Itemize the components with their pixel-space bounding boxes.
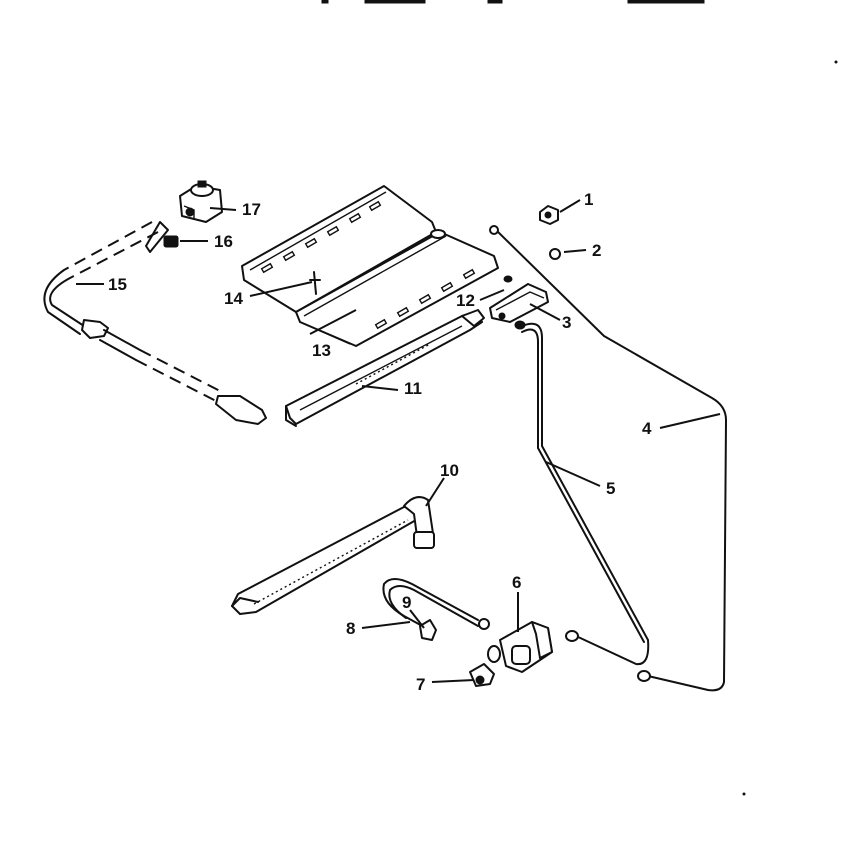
callout-6: 6	[512, 573, 521, 592]
callout-7: 7	[416, 675, 425, 694]
part-4-tube[interactable]	[489, 225, 727, 692]
part-11-burner[interactable]	[285, 309, 485, 427]
part-16-fitting[interactable]	[163, 235, 179, 248]
callout-8: 8	[346, 619, 355, 638]
callout-11: 11	[404, 379, 422, 398]
callout-14: 14	[224, 289, 243, 308]
callout-13: 13	[312, 341, 331, 360]
callout-labels: 1 2 3 4 5 6 7 8 9 10 11 12 13 14 15 16 1…	[108, 190, 652, 694]
callout-12: 12	[456, 291, 475, 310]
part-6-valve[interactable]	[487, 621, 553, 673]
part-13-baffle-plate[interactable]	[241, 185, 499, 347]
part-12-screw[interactable]	[503, 275, 513, 283]
callout-10: 10	[440, 461, 459, 480]
part-7-orifice[interactable]	[469, 663, 495, 687]
part-1-nut[interactable]	[539, 205, 559, 225]
part-8-tube[interactable]	[382, 578, 490, 630]
part-10-burner[interactable]	[231, 496, 435, 615]
part-5-tube[interactable]	[521, 322, 650, 666]
leader-lines	[76, 199, 721, 683]
plate-slots	[260, 200, 476, 330]
scan-specks	[742, 60, 838, 796]
cropped-header-marks	[321, 0, 705, 4]
callout-4: 4	[642, 419, 652, 438]
callout-2: 2	[592, 241, 601, 260]
callout-15: 15	[108, 275, 127, 294]
part-15-tube[interactable]	[43, 221, 267, 425]
callout-9: 9	[402, 593, 411, 612]
part-17-valve[interactable]	[179, 180, 223, 223]
part-14-screw[interactable]	[309, 271, 321, 295]
part-2-fitting[interactable]	[549, 248, 561, 260]
part-9-orifice[interactable]	[419, 619, 437, 641]
part-3-bracket[interactable]	[489, 283, 549, 330]
callout-16: 16	[214, 232, 233, 251]
callout-3: 3	[562, 313, 571, 332]
callout-5: 5	[606, 479, 615, 498]
callout-17: 17	[242, 200, 261, 219]
callout-1: 1	[584, 190, 593, 209]
